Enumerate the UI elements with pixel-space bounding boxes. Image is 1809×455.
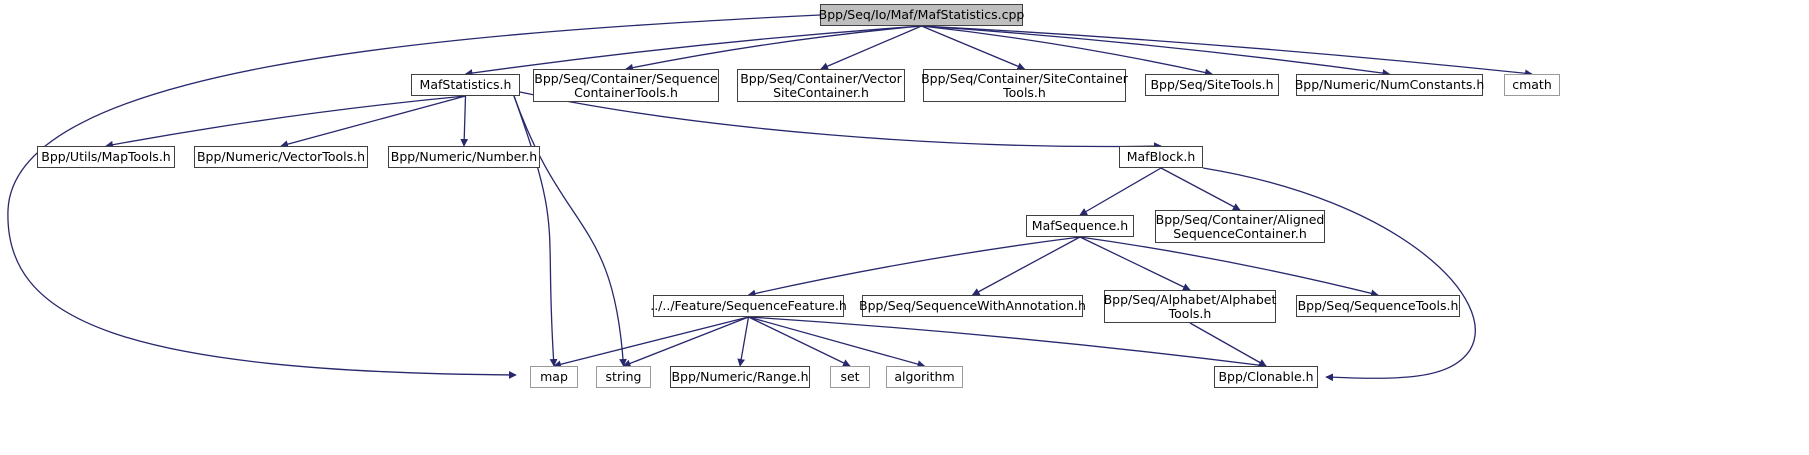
graph-edge-root-to-sitecontools — [921, 25, 1026, 70]
graph-edge-seqfeature-to-map — [553, 316, 749, 369]
graph-edge-mafstatistics_h-to-string — [513, 95, 627, 367]
graph-edge-root-to-mafstatistics_h — [464, 25, 922, 77]
graph-edge-mafstatistics_h-to-map — [513, 95, 558, 367]
graph-node-seqwithannot[interactable]: Bpp/Seq/SequenceWithAnnotation.h — [859, 295, 1086, 317]
graph-node-clonable[interactable]: Bpp/Clonable.h — [1214, 366, 1318, 388]
graph-node-alignedseqcont[interactable]: Bpp/Seq/Container/Aligned SequenceContai… — [1155, 210, 1325, 243]
graph-node-vectortools[interactable]: Bpp/Numeric/VectorTools.h — [194, 146, 368, 168]
graph-edge-mafstatistics_h-to-maptools — [105, 95, 466, 149]
graph-edge-root-to-seqcontools — [625, 25, 922, 72]
graph-node-seqfeature[interactable]: ../../Feature/SequenceFeature.h — [650, 295, 847, 317]
graph-node-numconstants[interactable]: Bpp/Numeric/NumConstants.h — [1295, 74, 1484, 96]
graph-node-mafblock[interactable]: MafBlock.h — [1119, 146, 1203, 168]
graph-edge-mafsequence-to-seqfeature — [747, 236, 1081, 298]
graph-edge-alphabettools-to-clonable — [1189, 322, 1267, 367]
graph-node-vectorsitecont[interactable]: Bpp/Seq/Container/Vector SiteContainer.h — [737, 69, 905, 102]
graph-edge-mafsequence-to-seqwithannot — [971, 236, 1081, 296]
graph-node-sitecontools[interactable]: Bpp/Seq/Container/SiteContainer Tools.h — [921, 69, 1128, 102]
graph-node-string[interactable]: string — [596, 366, 651, 388]
graph-node-maptools[interactable]: Bpp/Utils/MapTools.h — [37, 146, 175, 168]
graph-edge-seqfeature-to-string — [622, 316, 749, 368]
graph-edge-root-to-cmath — [921, 25, 1533, 78]
graph-node-set[interactable]: set — [830, 366, 870, 388]
graph-node-map[interactable]: map — [530, 366, 578, 388]
graph-node-algorithm[interactable]: algorithm — [886, 366, 963, 388]
graph-node-number_h[interactable]: Bpp/Numeric/Number.h — [388, 146, 540, 168]
graph-edge-root-to-numconstants — [921, 25, 1391, 77]
graph-node-sequencetools[interactable]: Bpp/Seq/SequenceTools.h — [1296, 295, 1460, 317]
graph-edge-root-to-vectorsitecont — [820, 25, 922, 70]
graph-node-cmath[interactable]: cmath — [1504, 74, 1560, 96]
graph-edge-mafsequence-to-sequencetools — [1079, 236, 1379, 298]
graph-edge-mafstatistics_h-to-vectortools — [280, 95, 466, 148]
graph-node-mafsequence[interactable]: MafSequence.h — [1026, 215, 1134, 237]
graph-edge-seqfeature-to-algorithm — [748, 316, 926, 368]
graph-edge-mafblock-to-alignedseqcont — [1160, 167, 1241, 211]
graph-edge-mafstatistics_h-to-number_h — [460, 95, 469, 147]
graph-edge-seqfeature-to-set — [748, 316, 851, 367]
graph-node-sitetools[interactable]: Bpp/Seq/SiteTools.h — [1145, 74, 1279, 96]
graph-edge-seqfeature-to-range_h — [737, 316, 750, 367]
graph-edge-mafblock-to-mafsequence — [1079, 167, 1162, 216]
graph-node-root[interactable]: Bpp/Seq/Io/Maf/MafStatistics.cpp — [819, 4, 1024, 26]
graph-node-range_h[interactable]: Bpp/Numeric/Range.h — [670, 366, 810, 388]
graph-node-mafstatistics_h[interactable]: MafStatistics.h — [411, 74, 520, 96]
graph-edge-root-to-sitetools — [921, 25, 1213, 77]
graph-edge-mafsequence-to-alphabettools — [1079, 236, 1191, 291]
graph-node-seqcontools[interactable]: Bpp/Seq/Container/Sequence ContainerTool… — [533, 69, 719, 102]
graph-node-alphabettools[interactable]: Bpp/Seq/Alphabet/Alphabet Tools.h — [1104, 290, 1276, 323]
graph-edge-mafblock-to-clonable — [1202, 167, 1476, 382]
graph-edge-seqfeature-to-clonable — [748, 316, 1267, 369]
